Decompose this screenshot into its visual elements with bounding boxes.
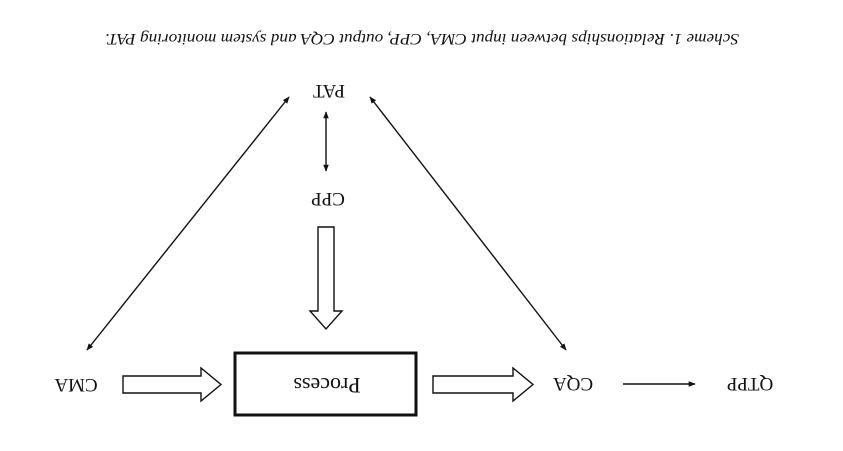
cma-pat-arrow [86, 96, 290, 351]
diagram-caption: Scheme 1. Relationships between input CM… [105, 30, 739, 47]
node-qtpp: QTPP [727, 373, 773, 394]
process-cqa-block-arrow [432, 366, 535, 403]
process-box [233, 351, 418, 417]
node-pat: PAT [313, 80, 345, 101]
node-cma: CMA [54, 374, 98, 395]
cpp-process-block-arrow [308, 226, 344, 331]
pat-cqa-arrow [369, 96, 567, 351]
cma-process-block-arrow [122, 366, 223, 403]
node-cqa: CQA [553, 373, 593, 394]
node-cpp: CPP [311, 188, 345, 209]
node-process: Process [293, 373, 360, 398]
